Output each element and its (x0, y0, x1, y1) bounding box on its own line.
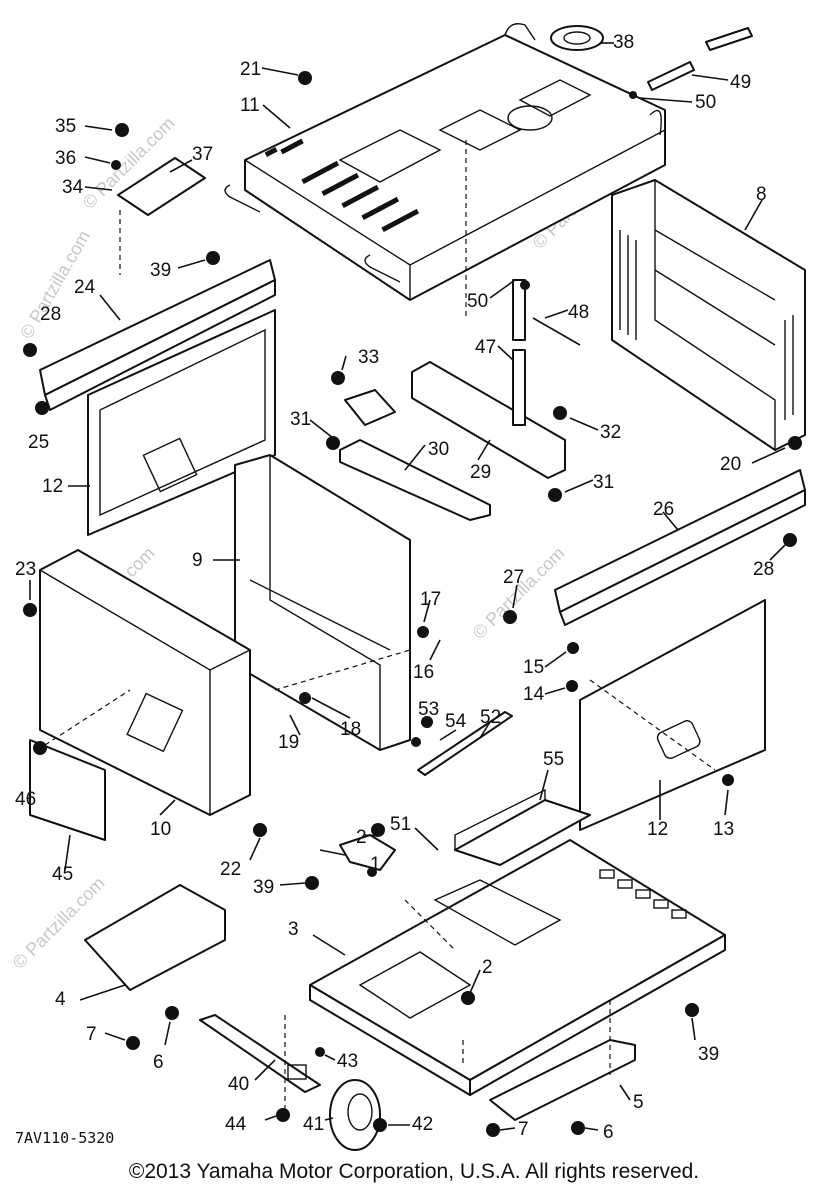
callout-49: 49 (730, 72, 751, 93)
callout-26: 26 (653, 499, 674, 520)
callout-10: 10 (150, 819, 171, 840)
leader-lines (29, 42, 786, 1131)
assembly-guide-lines (44, 140, 716, 1110)
callout-9: 9 (192, 550, 203, 571)
top-cover-part (224, 23, 666, 301)
callout-35: 35 (55, 116, 76, 137)
callout-24: 24 (74, 277, 96, 298)
callout-39: 39 (253, 877, 274, 898)
small-plate-part (117, 157, 206, 216)
callout-43: 43 (337, 1051, 358, 1072)
skid-plate-part (84, 884, 226, 991)
callout-55: 55 (543, 749, 564, 770)
callout-31: 31 (593, 472, 614, 493)
callout-50: 50 (695, 92, 716, 113)
rod-part (512, 279, 581, 426)
callout-1: 1 (370, 854, 381, 875)
callout-46: 46 (15, 789, 36, 810)
front-box-panel-part (39, 549, 251, 816)
diagram-reference-code: 7AV110-5320 (15, 1129, 114, 1147)
callout-4: 4 (55, 989, 66, 1010)
callout-21: 21 (240, 59, 261, 80)
callout-34: 34 (62, 177, 84, 198)
callout-23: 23 (15, 559, 36, 580)
callout-28: 28 (753, 559, 774, 580)
tray-parts (417, 711, 591, 866)
callout-36: 36 (55, 148, 76, 169)
callout-47: 47 (475, 337, 496, 358)
watermark: © Partzilla.com (469, 543, 569, 643)
callout-54: 54 (445, 711, 467, 732)
bracket-parts (339, 361, 566, 521)
callout-51: 51 (390, 814, 411, 835)
callout-3: 3 (288, 919, 299, 940)
bottom-bracket-part (489, 1039, 636, 1121)
callout-39: 39 (150, 260, 171, 281)
callout-18: 18 (340, 719, 361, 740)
copyright-notice: ©2013 Yamaha Motor Corporation, U.S.A. A… (128, 1160, 700, 1183)
callout-6: 6 (153, 1052, 164, 1073)
callout-14: 14 (523, 684, 545, 705)
callout-50: 50 (467, 291, 488, 312)
callout-7: 7 (518, 1119, 529, 1140)
right-side-panel-part (579, 599, 766, 831)
callout-41: 41 (303, 1114, 324, 1135)
callout-15: 15 (523, 657, 544, 678)
callout-27: 27 (503, 567, 524, 588)
callout-42: 42 (412, 1114, 433, 1135)
fastener-marks (23, 71, 802, 1137)
callout-45: 45 (52, 864, 73, 885)
callout-25: 25 (28, 432, 49, 453)
callout-labels: 1 2 2 3 4 5 6 6 7 7 8 9 10 11 12 12 13 1… (15, 32, 774, 1143)
callout-11: 11 (240, 95, 260, 116)
callout-12: 12 (647, 819, 668, 840)
right-frame-part (611, 179, 806, 451)
callout-19: 19 (278, 732, 299, 753)
callout-5: 5 (633, 1092, 644, 1113)
callout-2: 2 (356, 827, 367, 848)
callout-13: 13 (713, 819, 734, 840)
callout-33: 33 (358, 347, 379, 368)
center-frame-part (234, 454, 411, 751)
callout-7: 7 (86, 1024, 97, 1045)
left-side-panel-part (87, 309, 276, 536)
base-frame-part (309, 839, 726, 1096)
callout-20: 20 (720, 454, 741, 475)
callout-12: 12 (42, 476, 63, 497)
pipe-part (647, 27, 753, 91)
cover-plate-part (29, 739, 106, 841)
callout-30: 30 (428, 439, 449, 460)
callout-31: 31 (290, 409, 311, 430)
right-rail-part (554, 469, 806, 626)
callout-22: 22 (220, 859, 241, 880)
callout-17: 17 (420, 589, 441, 610)
callout-52: 52 (480, 707, 501, 728)
callout-48: 48 (568, 302, 589, 323)
callout-29: 29 (470, 462, 491, 483)
callout-44: 44 (225, 1114, 247, 1135)
handle-shaft-part (199, 1014, 321, 1093)
callout-32: 32 (600, 422, 621, 443)
callout-38: 38 (613, 32, 634, 53)
watermark: © Partzilla.com (9, 873, 109, 973)
callout-8: 8 (756, 184, 767, 205)
wheel-part (329, 1079, 387, 1151)
callout-37: 37 (192, 144, 213, 165)
callout-28: 28 (40, 304, 61, 325)
callout-2: 2 (482, 957, 493, 978)
engine-mount-part (339, 834, 396, 877)
left-rail-part (39, 259, 276, 411)
callout-16: 16 (413, 662, 434, 683)
callout-39: 39 (698, 1044, 719, 1065)
callout-40: 40 (228, 1074, 249, 1095)
callout-53: 53 (418, 699, 439, 720)
callout-6: 6 (603, 1122, 614, 1143)
filler-cap-part (550, 25, 604, 51)
